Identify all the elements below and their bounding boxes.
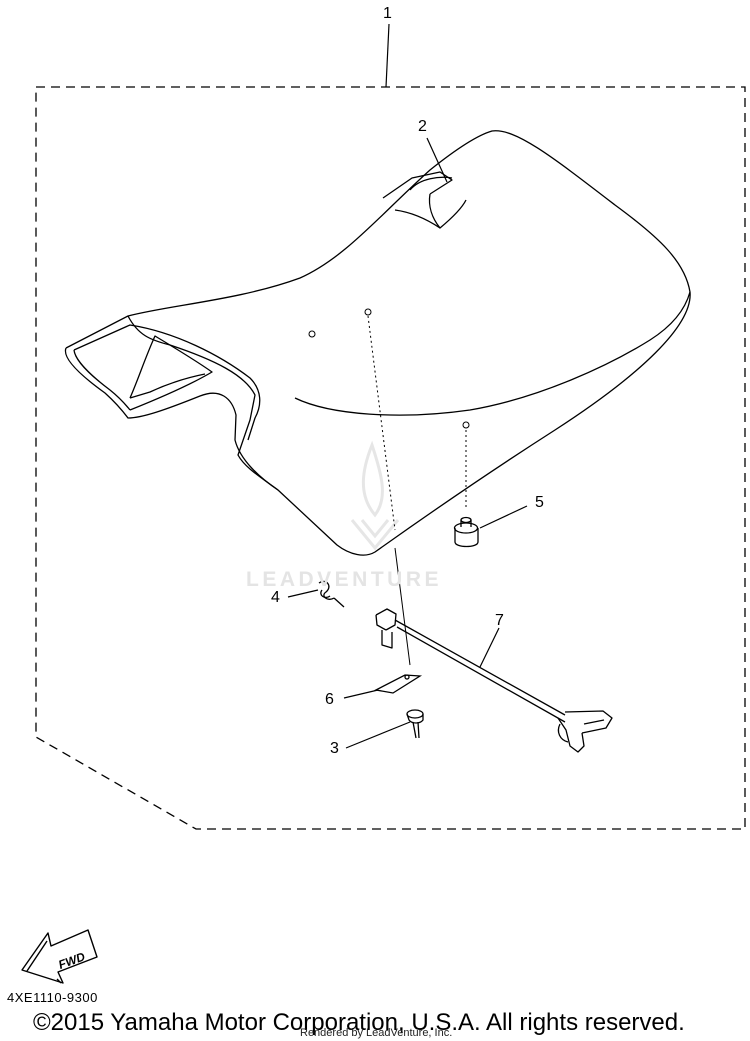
- leader-5: [479, 505, 528, 529]
- callout-6: 6: [325, 691, 334, 708]
- watermark-text: LEADVENTURE: [246, 568, 443, 591]
- callout-3: 3: [330, 740, 339, 757]
- damper-part: [453, 516, 479, 548]
- assembly-lines: [367, 315, 467, 531]
- watermark-logo-icon: [350, 440, 400, 551]
- leader-1: [385, 23, 390, 88]
- part-code: 4XE1110-9300: [7, 990, 98, 1005]
- seat: [64, 130, 691, 556]
- callout-5: 5: [535, 494, 544, 511]
- mount-holes: [308, 308, 470, 429]
- fwd-label: FWD: [57, 949, 88, 972]
- callout-1: 1: [383, 5, 392, 22]
- assembly-boundary: [35, 86, 746, 830]
- assembly-line-solid: [394, 547, 411, 666]
- spring-part: [318, 580, 345, 608]
- plate-part: [373, 674, 423, 694]
- rendered-by-note: Rendered by LeadVenture, Inc.: [300, 1027, 453, 1039]
- leader-3: [345, 721, 411, 749]
- leader-7: [479, 627, 500, 668]
- fwd-arrow-icon: [21, 929, 98, 984]
- rivet-part: [406, 709, 424, 739]
- leader-4: [287, 589, 319, 598]
- callout-4: 4: [271, 589, 280, 606]
- copyright-notice: ©2015 Yamaha Motor Corporation, U.S.A. A…: [33, 1009, 685, 1036]
- leader-6: [343, 689, 379, 699]
- lock-rod-part: [375, 608, 613, 753]
- callout-2: 2: [418, 118, 427, 135]
- callout-7: 7: [495, 612, 504, 629]
